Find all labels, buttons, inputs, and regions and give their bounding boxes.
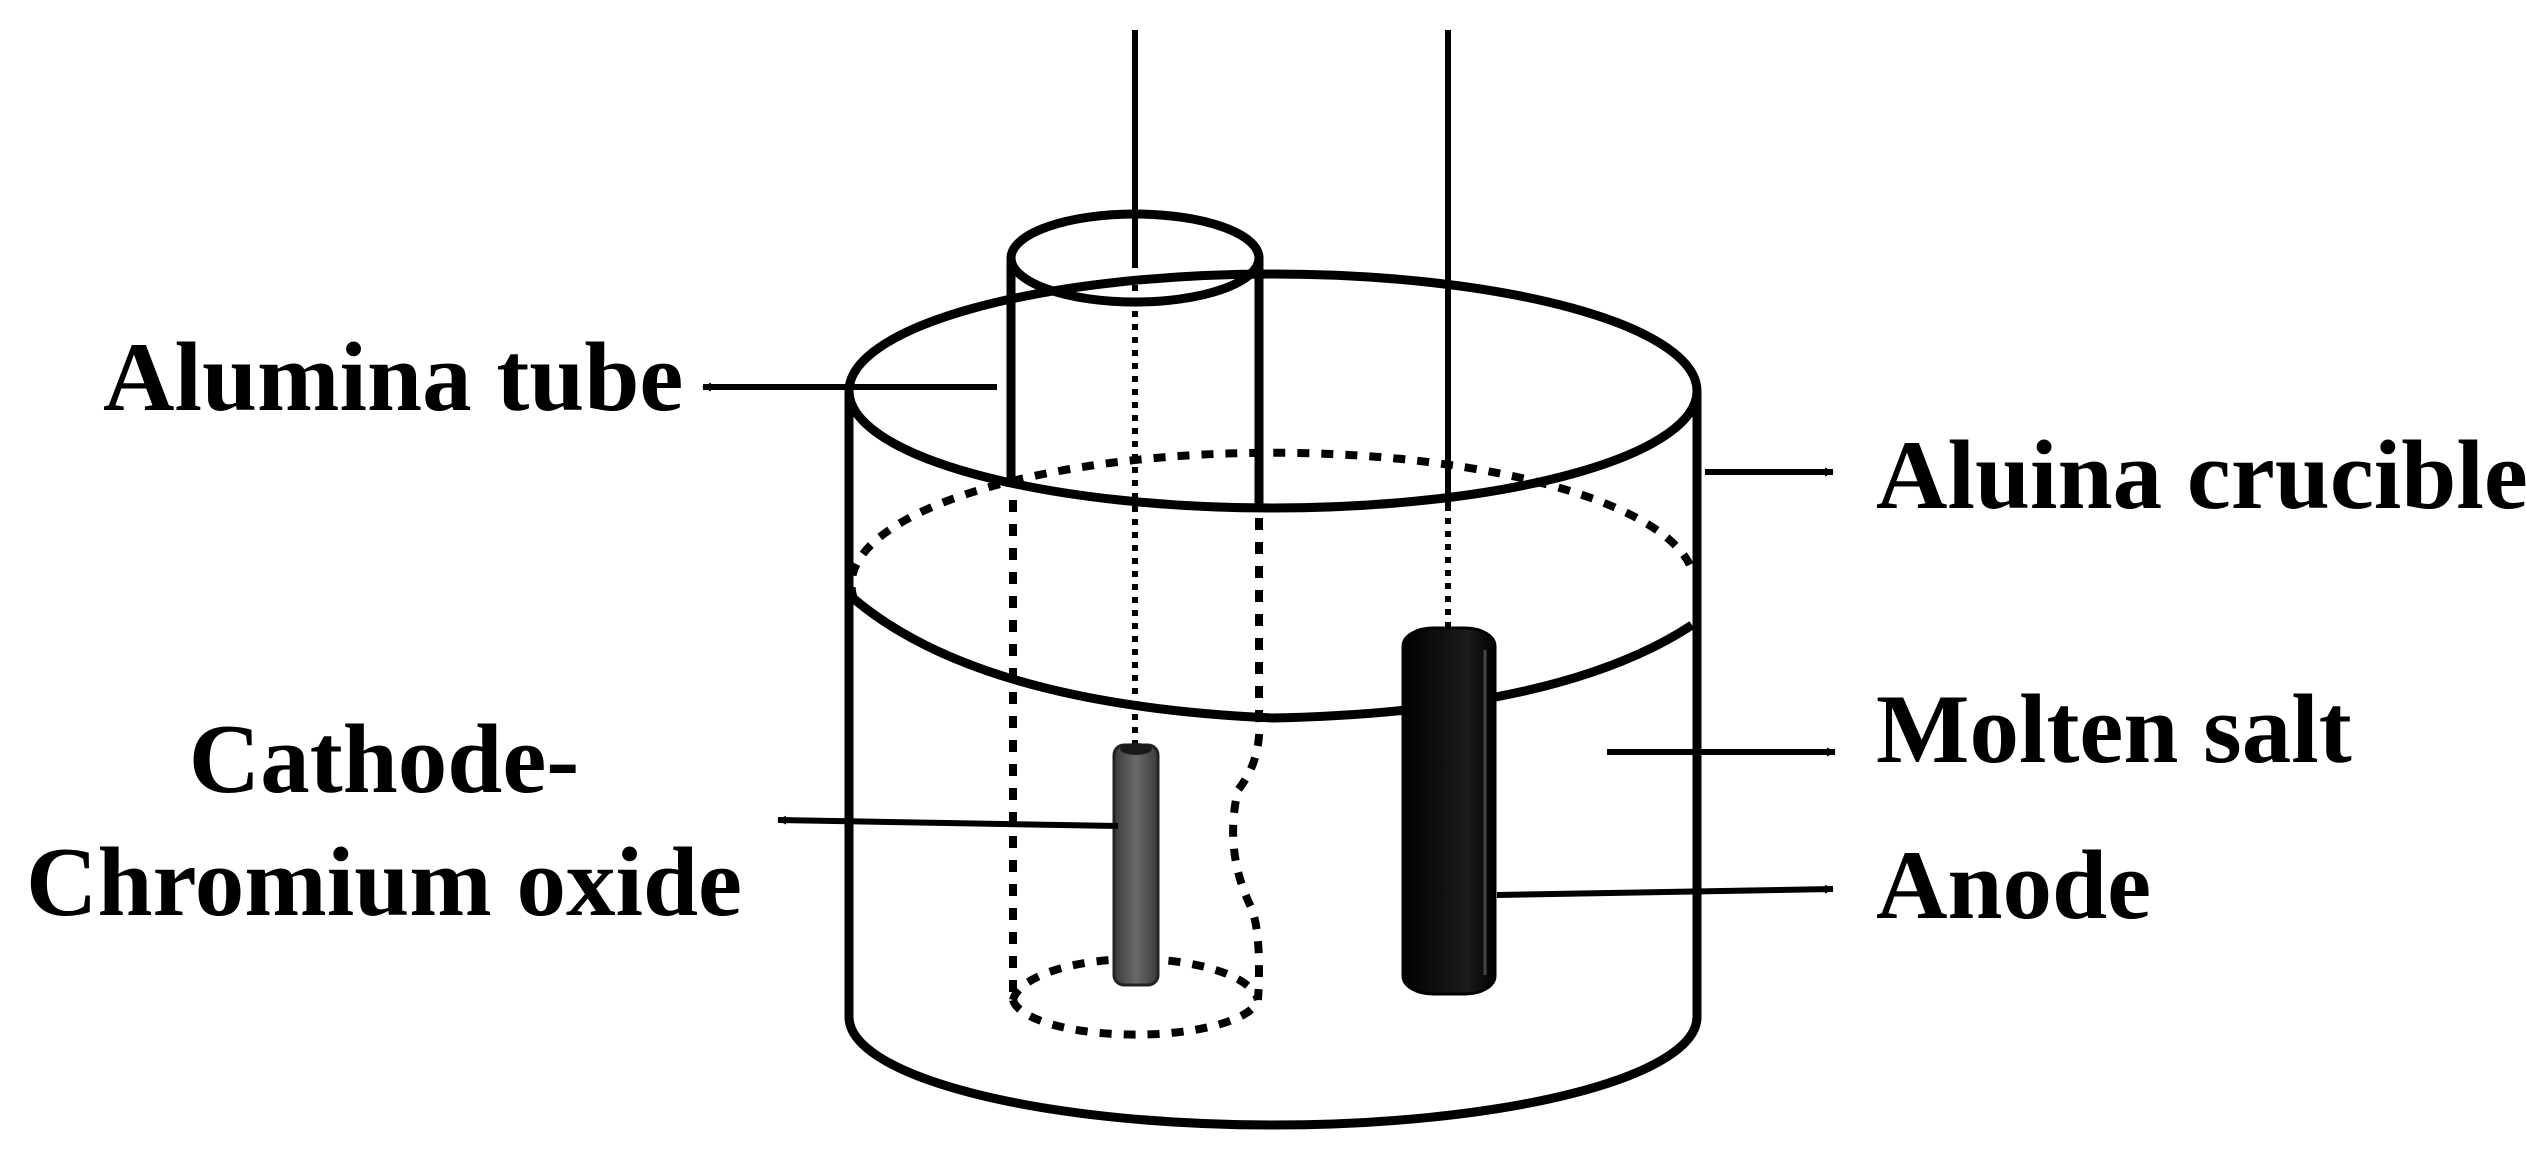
cathode-rod <box>1112 743 1160 987</box>
tube-bottom-back <box>1009 955 1262 1002</box>
alumina-crucible <box>844 269 1702 1130</box>
cathode-arrow <box>777 815 1119 829</box>
anode-label: Anode <box>1876 831 2151 940</box>
labels: Alumina tube Aluina crucible Molten salt… <box>26 323 2526 940</box>
cathode-rod-top <box>1120 743 1152 755</box>
crucible-label: Aluina crucible <box>1876 421 2526 530</box>
anode-arrow <box>1496 884 1834 898</box>
alumina-tube-label: Alumina tube <box>103 323 683 432</box>
callout-arrows <box>702 382 1836 898</box>
anode-assembly <box>1401 30 1497 996</box>
cathode-label-line2: Chromium oxide <box>26 828 742 937</box>
tube-right-wall-submerged <box>1229 518 1264 1001</box>
molten-salt-surface-back <box>847 448 1696 601</box>
molten-salt-surface-front <box>851 595 1695 723</box>
crucible-bottom <box>844 1016 1702 1130</box>
crucible-top-rim <box>844 269 1702 513</box>
tube-bottom-front <box>1009 998 1262 1039</box>
cathode-label-line1: Cathode- <box>189 705 580 814</box>
anode-rod <box>1401 626 1497 996</box>
cathode-assembly <box>1112 30 1160 987</box>
molten-salt <box>847 448 1696 723</box>
molten-salt-label: Molten salt <box>1876 675 2352 784</box>
